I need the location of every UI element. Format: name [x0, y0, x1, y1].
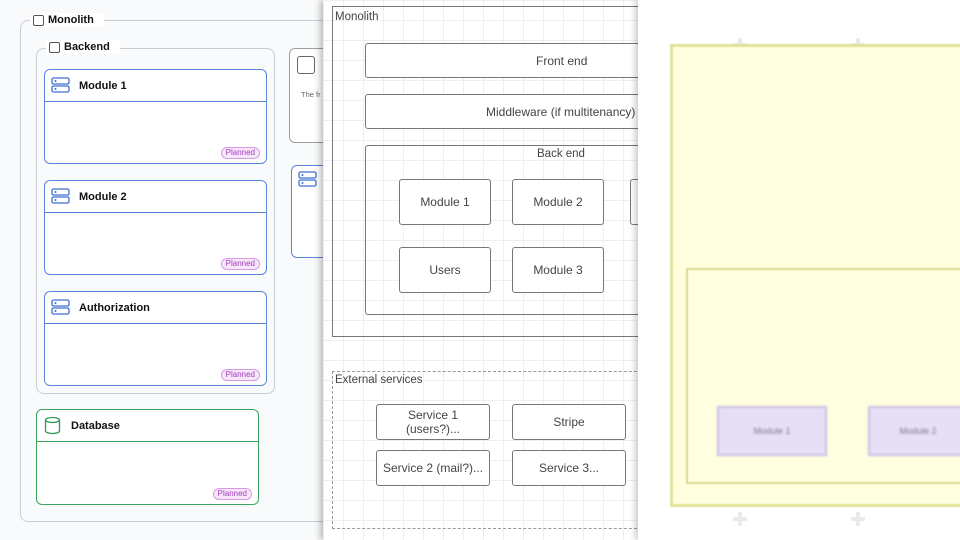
monolith-frame-label: Monolith — [335, 11, 379, 23]
front-end-label: Front end — [536, 53, 588, 68]
card-title: Module 1 — [79, 79, 127, 92]
front-end-box[interactable]: Front end — [365, 43, 638, 78]
service-box[interactable]: Service 1 (users?)... — [376, 404, 490, 440]
checkbox-icon[interactable] — [297, 56, 315, 74]
back-end-label: Back end — [537, 148, 585, 160]
server-icon — [51, 188, 70, 204]
server-icon — [298, 171, 317, 187]
module-box[interactable]: Module 2 — [512, 179, 604, 225]
card-header: Database — [37, 410, 258, 442]
service-label: Service 3... — [538, 461, 600, 475]
blurred-diagram-panel: Module 1 Module 2 — [638, 0, 960, 540]
status-badge: Planned — [220, 369, 260, 381]
blurred-module-box[interactable]: Module 1 — [717, 406, 827, 456]
card-header: Authorization — [45, 292, 266, 324]
card-title: Module 2 — [79, 190, 127, 203]
blurred-module-box[interactable]: Module 2 — [868, 406, 960, 456]
detailed-diagram-panel: Monolith Backend Module 1 Planned Module… — [0, 0, 330, 540]
plus-icon — [851, 512, 865, 526]
backend-group[interactable] — [36, 48, 275, 394]
module-box[interactable]: Module 3 — [512, 247, 604, 293]
module-box[interactable] — [630, 179, 638, 225]
middleware-box[interactable]: Middleware (if multitenancy) — [365, 94, 638, 129]
status-badge: Planned — [212, 488, 252, 500]
card-title: Database — [71, 419, 120, 432]
service-box[interactable]: Service 3... — [512, 450, 626, 486]
plus-icon — [733, 512, 747, 526]
module-box[interactable]: Users — [399, 247, 491, 293]
backend-group-title: Backend — [64, 41, 110, 53]
middleware-label: Middleware (if multitenancy) — [486, 104, 636, 119]
module-label: Users — [429, 263, 461, 277]
card-title: Authorization — [79, 301, 150, 314]
module-label: Module 2 — [899, 426, 937, 436]
checkbox-icon[interactable] — [49, 41, 60, 53]
external-services-label: External services — [335, 374, 423, 386]
monolith-group[interactable] — [20, 20, 330, 522]
service-label: Service 1 (users?)... — [405, 408, 460, 436]
service-box[interactable]: Service 2 (mail?)... — [376, 450, 490, 486]
external-services-frame[interactable] — [332, 371, 638, 529]
monolith-frame[interactable] — [332, 6, 638, 337]
module-box[interactable]: Module 1 — [399, 179, 491, 225]
monolith-group-label: Monolith — [30, 13, 104, 27]
back-end-frame[interactable] — [365, 145, 638, 315]
database-card[interactable]: Database Planned — [36, 409, 259, 505]
backend-group-label: Backend — [46, 40, 120, 54]
service-label: Service 2 (mail?)... — [382, 461, 484, 475]
server-icon — [51, 77, 70, 93]
service-box[interactable]: Stripe — [512, 404, 626, 440]
status-badge: Planned — [220, 147, 260, 159]
checkbox-icon[interactable] — [33, 14, 44, 26]
module-card[interactable]: Module 1 Planned — [44, 69, 267, 164]
inner-container[interactable] — [686, 268, 960, 484]
card-header: Module 2 — [45, 181, 266, 213]
module-card[interactable]: Module 2 Planned — [44, 180, 267, 275]
module-label: Module 1 — [420, 195, 470, 209]
service-label: Stripe — [553, 415, 585, 429]
module-label: Module 3 — [533, 263, 583, 277]
server-icon — [51, 299, 70, 315]
module-label: Module 1 — [753, 426, 791, 436]
database-icon — [44, 416, 61, 435]
partial-card-text: The fr — [301, 90, 321, 99]
module-card[interactable]: Authorization Planned — [44, 291, 267, 386]
monolith-group-title: Monolith — [48, 14, 94, 26]
card-header: Module 1 — [45, 70, 266, 102]
module-label: Module 2 — [533, 195, 583, 209]
wireframe-diagram-panel: Monolith Front end Middleware (if multit… — [323, 0, 638, 540]
status-badge: Planned — [220, 258, 260, 270]
